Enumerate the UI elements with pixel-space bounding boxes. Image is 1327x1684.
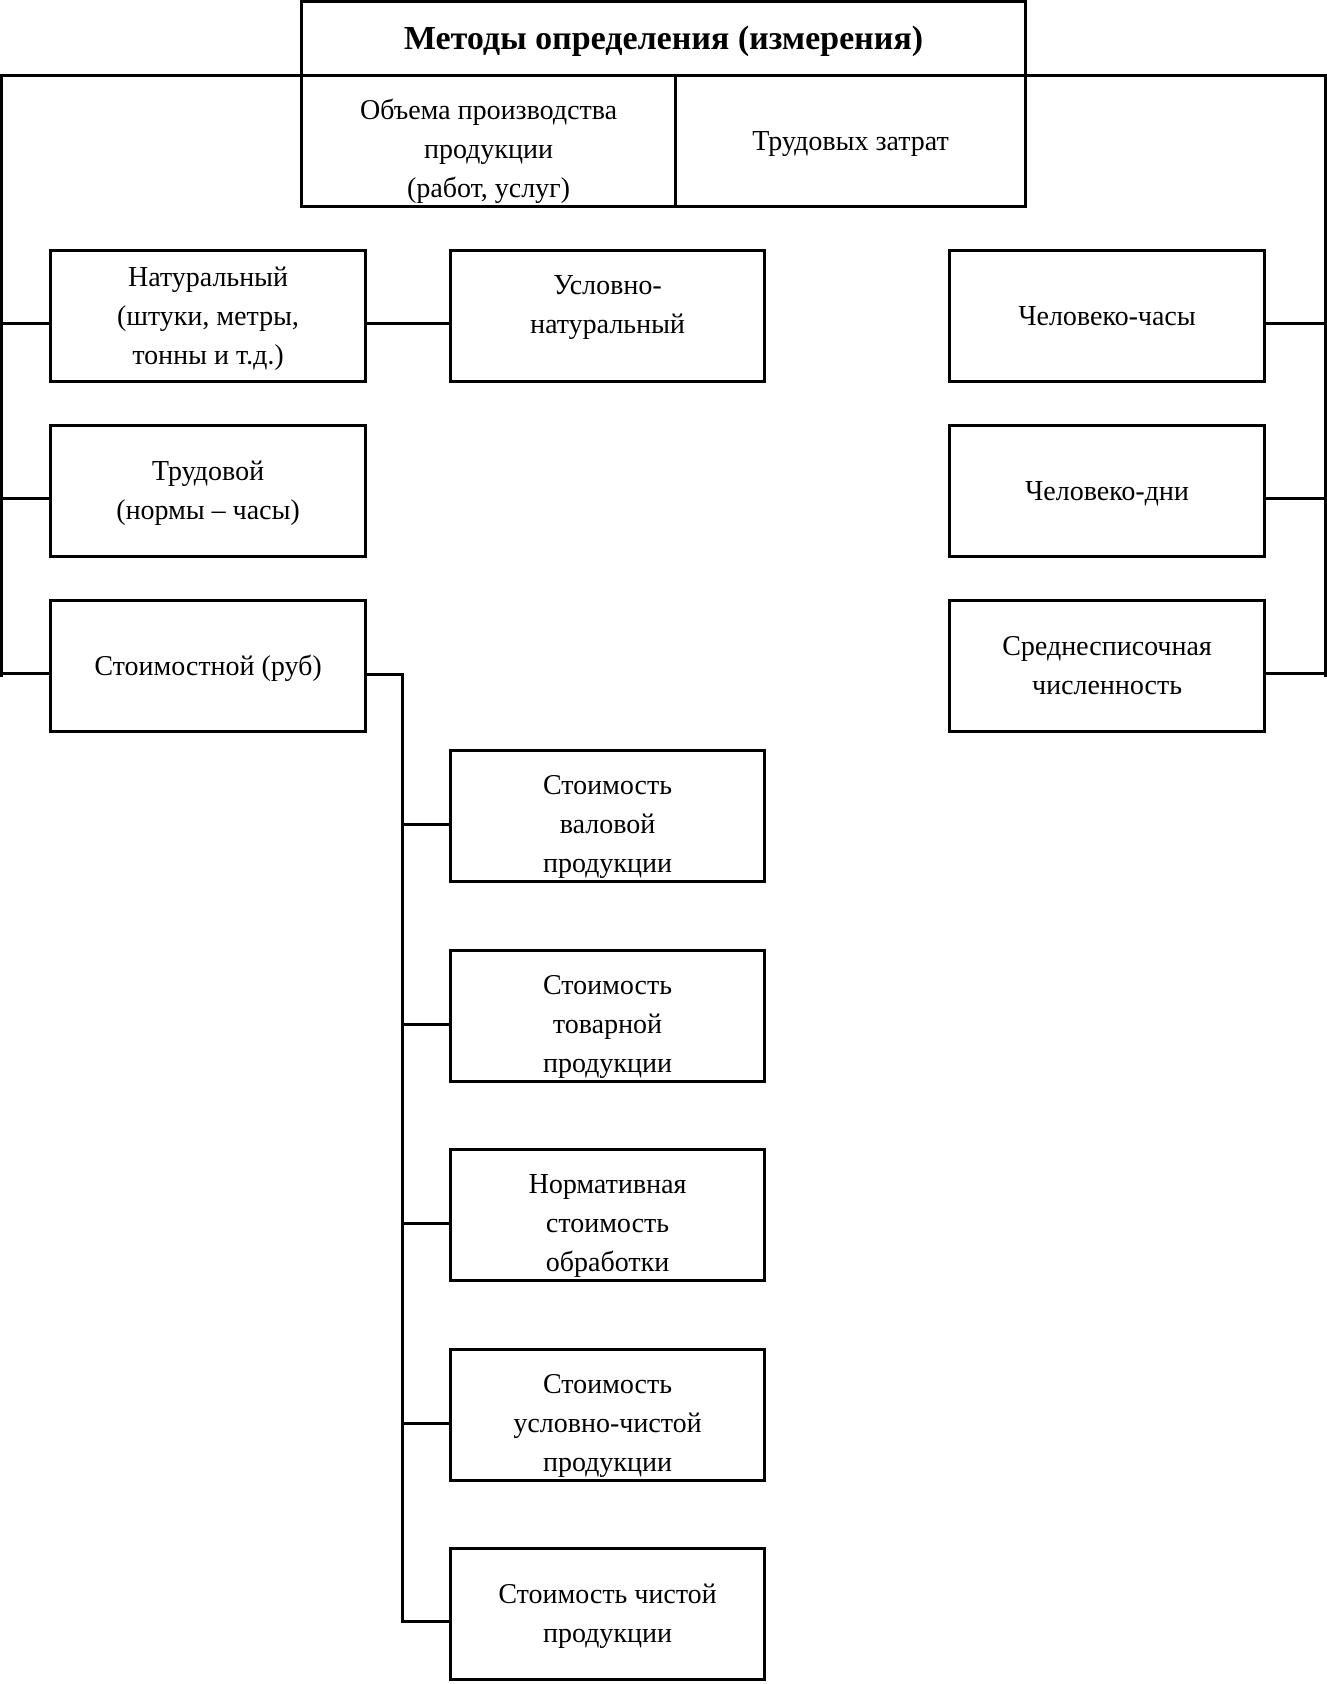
connector-to-cost-child-5: [401, 1620, 452, 1623]
connector-to-labor-method: [0, 497, 52, 500]
natural-method-label: Натуральный (штуки, метры, тонны и т.д.): [117, 261, 299, 371]
man-days-label: Человеко-дни: [1025, 475, 1189, 507]
labor-method-box: Трудовой (нормы – часы): [49, 424, 367, 558]
man-hours-box: Человеко-часы: [948, 249, 1266, 383]
connector-cost-trunk: [401, 673, 404, 1623]
man-hours-label: Человеко-часы: [1018, 300, 1196, 332]
connector-to-cost: [0, 672, 52, 675]
labor-costs-box: Трудовых затрат: [674, 74, 1027, 208]
avg-headcount-box: Среднесписочная численность: [948, 599, 1266, 733]
diagram-title-box: Методы определения (измерения): [300, 0, 1027, 77]
cost-child-box: Стоимость условно-чистой продукции: [449, 1348, 766, 1482]
connector-to-avg-headcount: [1263, 672, 1327, 675]
cost-child-box: Нормативная стоимость обработки: [449, 1148, 766, 1282]
connector-to-man-days: [1263, 497, 1327, 500]
connector-to-cost-child-2: [401, 1023, 452, 1026]
normative-processing-cost-label: Нормативная стоимость обработки: [528, 1169, 687, 1278]
diagram-title: Методы определения (измерения): [403, 19, 924, 57]
labor-method-label: Трудовой (нормы – часы): [116, 456, 300, 526]
cost-method-label: Стоимостной (руб): [94, 650, 322, 682]
connector-natural-to-conditional: [365, 322, 452, 325]
cost-child-box: Стоимость валовой продукции: [449, 749, 766, 883]
net-output-cost-label: Стоимость чистой продукции: [498, 1579, 717, 1649]
connector-cost-out: [365, 673, 404, 676]
connector-to-man-hours: [1263, 322, 1327, 325]
connector-to-cost-child-3: [401, 1222, 452, 1225]
connector-to-cost-child-4: [401, 1422, 452, 1425]
connector-to-cost-child-1: [401, 823, 452, 826]
cost-child-box: Стоимость чистой продукции: [449, 1547, 766, 1681]
man-days-box: Человеко-дни: [948, 424, 1266, 558]
connector-left-trunk: [0, 74, 3, 677]
conditional-natural-box: Условно- натуральный: [449, 249, 766, 383]
commodity-output-cost-label: Стоимость товарной продукции: [542, 970, 672, 1079]
cost-method-box: Стоимостной (руб): [49, 599, 367, 733]
production-volume-box: Объема производства продукции (работ, ус…: [300, 74, 677, 208]
conditional-natural-label: Условно- натуральный: [530, 270, 685, 340]
labor-costs-label: Трудовых затрат: [752, 125, 949, 157]
connector-to-natural: [0, 322, 52, 325]
connector-right-trunk: [1324, 74, 1327, 677]
gross-output-cost-label: Стоимость валовой продукции: [542, 770, 672, 879]
connector-top-right: [1024, 74, 1327, 77]
avg-headcount-label: Среднесписочная численность: [1002, 631, 1212, 701]
production-volume-label: Объема производства продукции (работ, ус…: [359, 95, 618, 204]
conditionally-net-output-cost-label: Стоимость условно-чистой продукции: [513, 1369, 702, 1478]
natural-method-box: Натуральный (штуки, метры, тонны и т.д.): [49, 249, 367, 383]
cost-child-box: Стоимость товарной продукции: [449, 949, 766, 1083]
connector-top-left: [0, 74, 304, 77]
